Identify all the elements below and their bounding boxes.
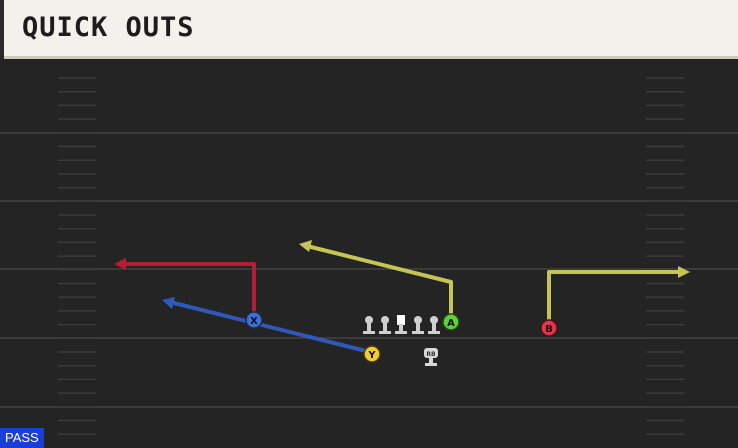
player-y-label: Y: [367, 350, 376, 361]
a-route: [305, 244, 453, 324]
b-route-arrow: [678, 266, 690, 278]
play-header: QUICK OUTS: [4, 0, 738, 59]
player-x[interactable]: X: [245, 311, 263, 329]
player-a-label: A: [447, 318, 455, 329]
player-b[interactable]: B: [540, 319, 558, 337]
player-y[interactable]: Y: [363, 345, 381, 363]
play-field: RB X Y A B: [0, 59, 738, 448]
a-route-arrow: [299, 240, 312, 252]
center-icon: [395, 315, 407, 334]
lineman-icon: [428, 316, 440, 334]
hash-marks: [58, 77, 684, 435]
play-type-badge: PASS: [0, 428, 44, 448]
field-surface: [0, 59, 738, 448]
lineman-icon: [379, 316, 391, 334]
x-route-arrow: [114, 258, 126, 270]
rb-icon: RB: [424, 348, 438, 366]
routes: [114, 240, 690, 354]
player-a[interactable]: A: [442, 313, 460, 331]
header-accent: [0, 0, 4, 59]
play-title: QUICK OUTS: [22, 12, 195, 43]
player-x-label: X: [250, 316, 258, 327]
player-b-label: B: [545, 324, 553, 335]
lineman-icon: [363, 316, 375, 334]
yard-lines: [0, 132, 738, 408]
y-route-arrow: [162, 297, 175, 309]
x-route: [120, 262, 256, 322]
lineman-icon: [412, 316, 424, 334]
offensive-line: [363, 315, 440, 334]
b-route: [547, 270, 684, 330]
rb-label: RB: [426, 351, 436, 358]
y-route: [168, 300, 372, 354]
